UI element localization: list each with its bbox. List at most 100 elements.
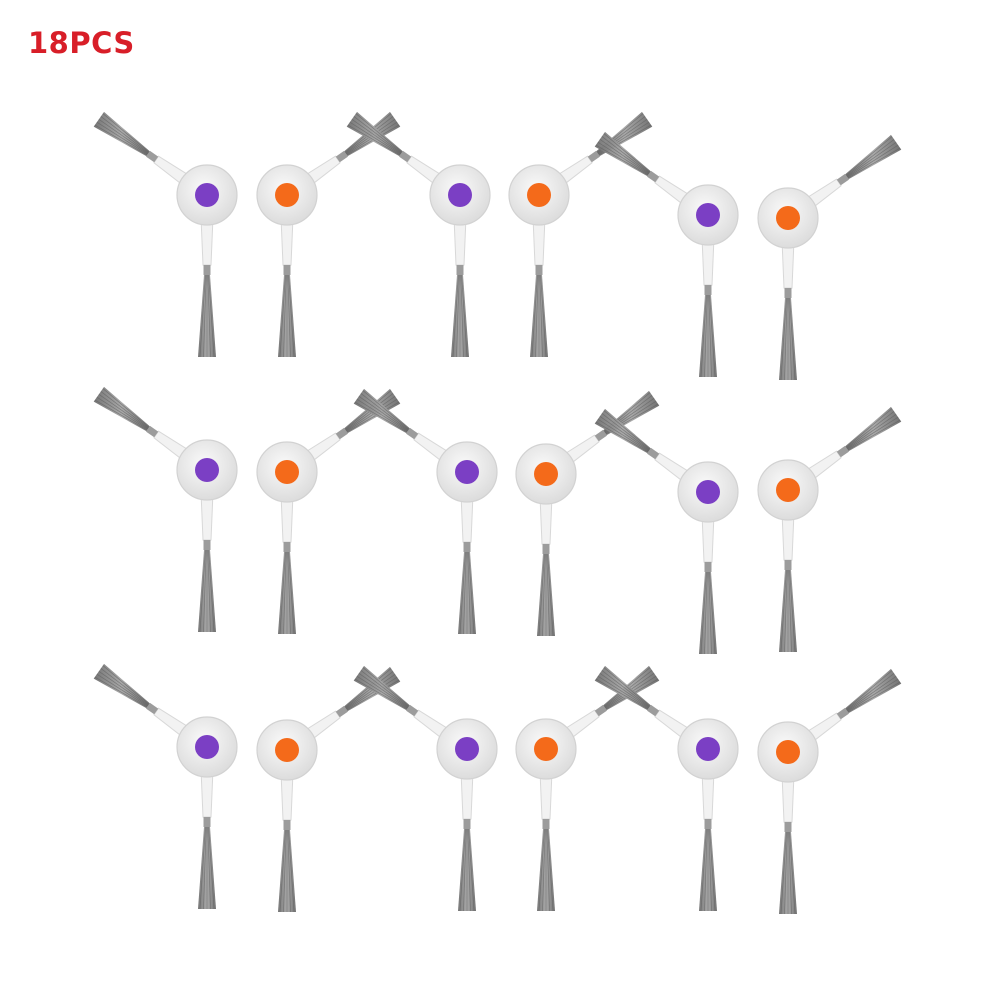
bristle-strand [463,828,467,912]
left-hub-icon [195,183,219,207]
bristle-strand [709,294,716,378]
bristle-strand [199,826,206,910]
bristle-strand [102,113,150,153]
bristle-strand [789,569,796,653]
bristle-strand [208,549,215,633]
bristle-strand [287,551,291,635]
brush-ferrule [587,150,600,163]
bristle-strand [287,829,291,913]
bristle-strand [845,408,893,448]
bristle-strand [788,569,792,653]
bristle-strand [207,274,211,358]
left-hub-icon [195,458,219,482]
brush-ferrule [406,704,419,717]
bristle-strand [468,828,475,912]
bristle-strand [208,826,215,910]
bristle-strand [345,671,394,709]
bristle-strand [846,411,895,449]
bristle-strand [597,418,649,452]
bristle-strand [780,297,787,381]
bristle-strand [96,121,148,155]
bristle-strand [353,116,402,154]
bristle-strand [347,124,401,156]
bristle-strand [603,667,651,707]
bristle-strand [784,831,788,915]
bristle-strand [283,274,287,358]
bristle-strand [360,393,409,431]
bristle-strand [538,828,545,912]
bristle-strand [847,419,901,451]
quantity-label: 18PCS [28,26,135,60]
bristle-strand [789,831,796,915]
bristle-strand [345,396,396,431]
bristle-strand [355,113,403,153]
bristle-strand [847,678,899,712]
brush-ferrule [146,425,159,438]
bristle-strand [709,828,716,912]
left-side-brush [594,665,739,912]
brush-bristles [93,111,150,157]
bristle-strand [287,274,291,358]
brush-ferrule [335,427,348,440]
bristle-strand [700,294,707,378]
right-hub-icon [534,462,558,486]
bristle-strand [199,549,206,633]
brush-ferrule [406,427,419,440]
bristle-strand [463,551,467,635]
right-hub-icon [776,740,800,764]
bristle-strand [346,676,398,710]
bristle-strand [346,401,400,433]
right-hub-icon [776,206,800,230]
bristle-strand [531,274,538,358]
left-hub-icon [696,737,720,761]
bristle-strand [547,828,554,912]
bristle-strand [358,673,409,708]
bristle-strand [100,391,149,429]
bristle-strand [846,139,895,177]
bristle-strand [535,274,539,358]
bristle-strand [467,828,471,912]
bristle-strand [354,401,408,433]
bristle-strand [94,399,148,431]
bristle-strand [98,119,149,154]
bristle-strand [784,297,788,381]
bristle-strand [542,553,546,637]
left-hub-icon [448,183,472,207]
bristle-strand [98,394,149,429]
brush-bristles [93,663,150,709]
brush-ferrule [146,150,159,163]
bristle-strand [708,571,712,655]
bristle-strand [704,828,708,912]
bristle-strand [847,681,901,713]
bristle-strand [102,388,150,428]
bristle-strand [542,828,546,912]
bristle-strand [546,828,550,912]
left-hub-icon [455,460,479,484]
bristle-strand [708,294,712,378]
bristle-strand [208,274,215,358]
bristle-strand [845,136,893,176]
left-hub-icon [696,203,720,227]
brush-ferrule [836,707,849,720]
brush-bristles [845,668,902,714]
brush-ferrule [146,702,159,715]
bristle-strand [595,421,649,453]
bristle-strand [597,141,649,175]
bristle-strand [603,410,651,450]
right-side-brush [757,134,902,381]
bristle-strand [351,119,402,154]
brush-ferrule [836,445,849,458]
bristle-strand [100,116,149,154]
bristle-strand [279,829,286,913]
left-side-brush [594,131,739,378]
bristle-strand [704,571,708,655]
bristle-strand [601,670,650,708]
bristle-strand [780,569,787,653]
bristle-strand [346,679,400,711]
bristle-strand [96,673,148,707]
bristle-strand [538,553,545,637]
right-hub-icon [275,738,299,762]
left-side-brush [93,111,238,358]
right-side-brush [508,111,653,358]
